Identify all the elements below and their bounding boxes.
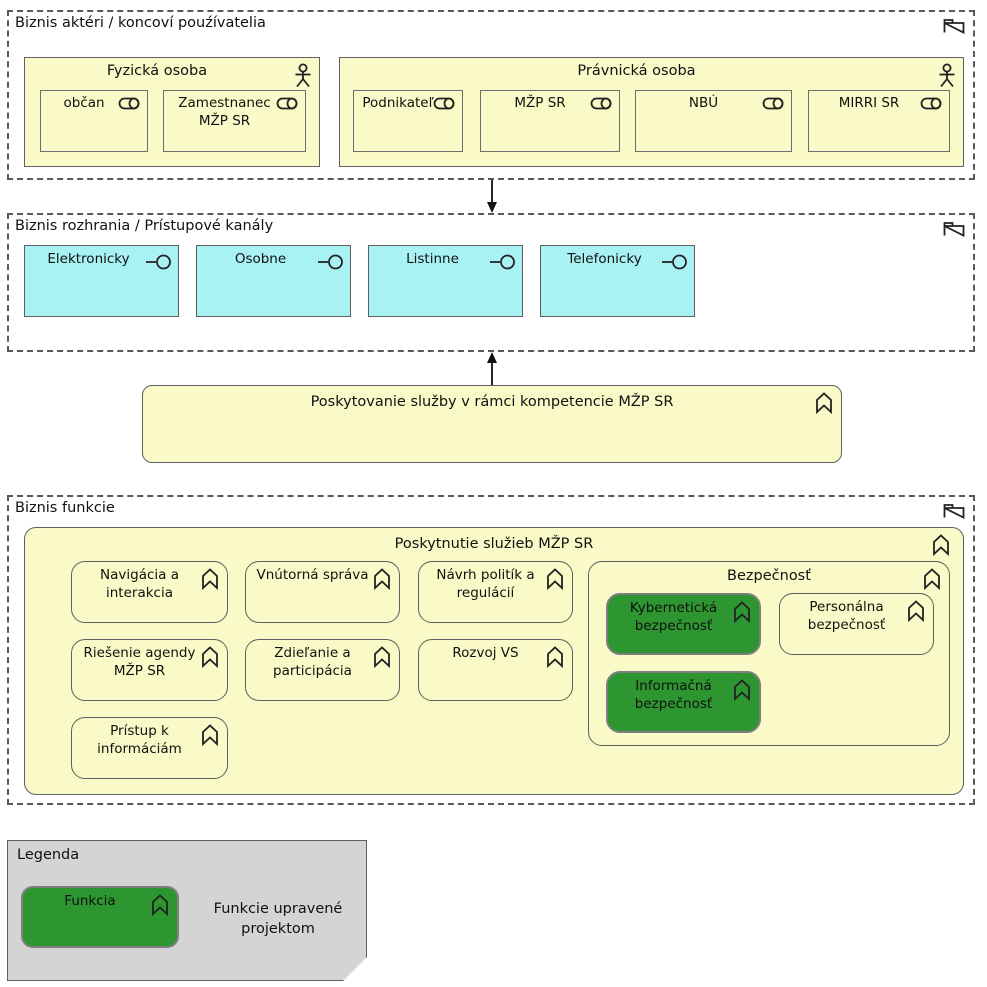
role-label: MIRRI SR: [838, 95, 900, 111]
function-informacna-bezpecnost[interactable]: Informačná bezpečnosť: [606, 671, 761, 733]
role-label: Zamestnanec MŽP SR: [178, 95, 271, 129]
group-title: Biznis rozhrania / Prístupové kanály: [15, 218, 274, 234]
function-rozvoj-vs[interactable]: Rozvoj VS: [418, 639, 573, 701]
function-label: Informačná bezpečnosť: [634, 678, 713, 712]
function-navigacia-a-interakcia[interactable]: Navigácia a interakcia: [71, 561, 228, 623]
function-icon: [372, 646, 392, 668]
group-title: Biznis aktéri / koncoví pouźívatelia: [15, 15, 266, 31]
function-poskytovanie-sluzby[interactable]: Poskytovanie služby v rámci kompetencie …: [142, 385, 842, 463]
function-icon: [372, 568, 392, 590]
channel-label: Elektronicky: [47, 251, 130, 267]
function-label: Vnútorná správa: [256, 567, 369, 583]
group-business-actors[interactable]: Biznis aktéri / koncoví pouźívatelia Fyz…: [7, 10, 975, 180]
channel-label: Telefonicky: [567, 251, 642, 267]
function-label: Návrh politík a regulácií: [436, 567, 535, 601]
function-icon: [922, 568, 942, 590]
legend: Legenda Funkcia Funkcie upravené projekt…: [7, 840, 367, 981]
role-icon: [590, 97, 614, 110]
function-icon: [732, 601, 752, 623]
function-label: Rozvoj VS: [452, 645, 519, 661]
channel-elektronicky[interactable]: Elektronicky: [24, 245, 179, 317]
arrow-actors-to-channels: [487, 180, 497, 213]
channel-listinne[interactable]: Listinne: [368, 245, 523, 317]
function-pristup-k-informaciam[interactable]: Prístup k informáciám: [71, 717, 228, 779]
channel-label: Osobne: [234, 251, 287, 267]
function-icon: [906, 600, 926, 622]
arrow-service-to-channels: [487, 352, 497, 385]
legend-sample-label: Funkcia: [64, 893, 116, 909]
interface-icon: [318, 254, 344, 270]
function-icon: [200, 646, 220, 668]
function-icon: [545, 646, 565, 668]
interface-icon: [146, 254, 172, 270]
function-icon: [200, 724, 220, 746]
role-icon: [276, 97, 300, 110]
function-icon: [732, 679, 752, 701]
function-icon: [150, 894, 170, 916]
channel-telefonicky[interactable]: Telefonicky: [540, 245, 695, 317]
legend-description: Funkcie upravené projektom: [213, 901, 343, 938]
function-label: Poskytovanie služby v rámci kompetencie …: [310, 394, 674, 410]
group-business-interfaces[interactable]: Biznis rozhrania / Prístupové kanály Ele…: [7, 213, 975, 352]
group-title: Biznis funkcie: [15, 500, 115, 516]
actor-icon: [937, 63, 957, 89]
function-vnutorna-sprava[interactable]: Vnútorná správa: [245, 561, 400, 623]
role-label: Podnikateľ: [362, 95, 434, 111]
function-container-bezpecnost[interactable]: Bezpečnosť Kybernetická bezpečnosť Perso…: [588, 561, 950, 746]
folder-icon: [943, 221, 965, 237]
role-podnikatel[interactable]: Podnikateľ: [353, 90, 463, 152]
role-icon: [920, 97, 944, 110]
role-icon: [433, 97, 457, 110]
channel-osobne[interactable]: Osobne: [196, 245, 351, 317]
actor-title: Fyzická osoba: [106, 63, 208, 79]
legend-title: Legenda: [17, 847, 80, 863]
role-label: NBÚ: [688, 95, 719, 111]
function-icon: [931, 534, 951, 556]
role-mzp-sr[interactable]: MŽP SR: [480, 90, 620, 152]
function-label: Navigácia a interakcia: [100, 567, 179, 601]
role-label: MŽP SR: [514, 95, 566, 111]
function-label: Prístup k informáciám: [97, 723, 182, 757]
function-icon: [200, 568, 220, 590]
channel-label: Listinne: [406, 251, 459, 267]
function-icon: [814, 392, 834, 414]
function-icon: [545, 568, 565, 590]
function-kyberneticka-bezpecnost[interactable]: Kybernetická bezpečnosť: [606, 593, 761, 655]
actor-icon: [293, 63, 313, 89]
group-business-functions[interactable]: Biznis funkcie Poskytnutie služieb MŽP S…: [7, 495, 975, 805]
role-icon: [118, 97, 142, 110]
function-label: Kybernetická bezpečnosť: [629, 600, 718, 634]
container-title: Poskytnutie služieb MŽP SR: [394, 536, 594, 552]
function-label: Zdieľanie a participácia: [273, 645, 352, 679]
interface-icon: [662, 254, 688, 270]
role-icon: [762, 97, 786, 110]
actor-pravnicka-osoba[interactable]: Právnická osoba Podnikateľ MŽP SR NBÚ: [339, 57, 964, 167]
function-label: Riešenie agendy MŽP SR: [83, 645, 196, 679]
folder-icon: [943, 18, 965, 34]
role-nbu[interactable]: NBÚ: [635, 90, 792, 152]
legend-sample-function: Funkcia: [21, 886, 179, 948]
role-zamestnanec-mzp-sr[interactable]: Zamestnanec MŽP SR: [163, 90, 306, 152]
actor-fyzicka-osoba[interactable]: Fyzická osoba občan Zamestnanec MŽP SR: [24, 57, 320, 167]
role-mirri-sr[interactable]: MIRRI SR: [808, 90, 950, 152]
folder-icon: [943, 503, 965, 519]
function-riesenie-agendy-mzp-sr[interactable]: Riešenie agendy MŽP SR: [71, 639, 228, 701]
function-container-poskytnutie-sluzieb[interactable]: Poskytnutie služieb MŽP SR Navigácia a i…: [24, 527, 964, 795]
role-label: občan: [63, 95, 105, 111]
function-navrh-politik-a-regulacii[interactable]: Návrh politík a regulácií: [418, 561, 573, 623]
actor-title: Právnická osoba: [577, 63, 696, 79]
container-title: Bezpečnosť: [727, 568, 811, 584]
role-obcan[interactable]: občan: [40, 90, 148, 152]
function-personalna-bezpecnost[interactable]: Personálna bezpečnosť: [779, 593, 934, 655]
function-zdielanie-a-participacia[interactable]: Zdieľanie a participácia: [245, 639, 400, 701]
legend-fold-corner: [341, 961, 368, 987]
function-label: Personálna bezpečnosť: [807, 599, 886, 633]
interface-icon: [490, 254, 516, 270]
